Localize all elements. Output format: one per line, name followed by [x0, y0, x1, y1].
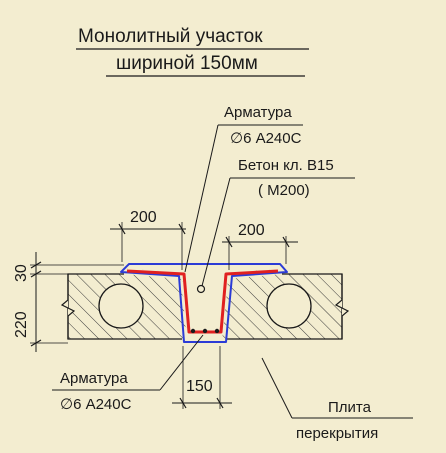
hollow-core-right — [266, 283, 312, 329]
dim-top-layer: 30 — [13, 264, 30, 282]
dim-bottom-width: 150 — [186, 378, 213, 395]
rebar-top-leader — [184, 124, 219, 273]
concrete-label: Бетон кл. В15 — [238, 157, 334, 174]
rebar-top-label: Арматура — [224, 104, 292, 121]
dim-left-width: 200 — [130, 209, 157, 226]
concrete-grade: ( М200) — [258, 182, 310, 199]
concrete-leader — [201, 177, 231, 287]
rebar-top-spec: ∅6 А240С — [230, 130, 302, 147]
rebar-bottom-label: Арматура — [60, 370, 128, 387]
joint-outline — [120, 263, 288, 343]
break-line-left — [60, 274, 76, 339]
title-line-2: шириной 150мм — [116, 53, 258, 74]
dim-right-width: 200 — [238, 222, 265, 239]
dim-slab-height: 220 — [13, 311, 30, 338]
slab-leader — [261, 357, 293, 419]
rebar-bottom-leader — [159, 334, 204, 391]
break-line-right — [334, 274, 350, 339]
slab-label-2: перекрытия — [296, 425, 378, 442]
title-line-1: Монолитный участок — [78, 26, 263, 47]
concrete-marker — [196, 284, 206, 294]
rebar-node-mid — [202, 328, 208, 334]
rebar-node-right — [214, 328, 220, 334]
hollow-core-left — [98, 283, 144, 329]
rebar-node-left — [190, 328, 196, 334]
slab-label: Плита — [328, 399, 372, 416]
rebar-bottom-spec: ∅6 А240С — [60, 396, 132, 413]
